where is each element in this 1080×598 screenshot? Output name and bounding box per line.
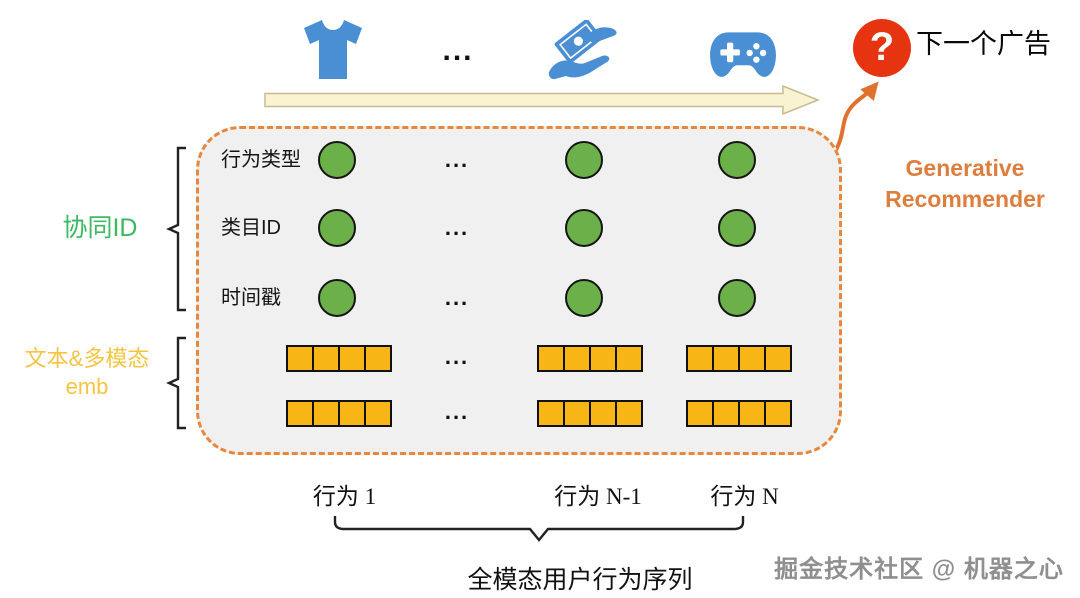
sequence-brace [333,515,745,545]
embedding-bar [537,345,643,372]
prediction-curve-arrow [818,68,890,158]
tshirt-icon [299,17,367,83]
timeline-ellipsis: ... [442,34,474,67]
embedding-bar [537,400,643,427]
watermark: 掘金技术社区 @ 机器之心 [774,556,1064,583]
question-mark: ? [869,25,895,69]
id-circle [318,279,356,317]
payment-hand-icon [545,20,621,84]
row-label-behavior-type: 行为类型 [221,149,301,171]
id-circle [718,141,756,179]
row-ellipsis: ... [444,344,470,369]
row-ellipsis: ... [444,147,470,172]
gen-rec-line1: Generative [905,155,1025,181]
id-circle [318,209,356,247]
embedding-bar [686,400,792,427]
next-ad-label: 下一个广告 [916,29,1051,59]
embedding-bar [686,345,792,372]
row-label-timestamp: 时间戳 [221,287,281,309]
collaborative-id-label: 协同ID [62,214,138,242]
id-circle [718,209,756,247]
id-circle [718,279,756,317]
multimodal-emb-line1: 文本&多模态 [24,346,150,371]
timeline-arrow [264,84,820,116]
embedding-bar [286,400,392,427]
multimodal-emb-label: 文本&多模态 emb [6,345,168,401]
behavior-n-label: 行为 N [710,484,779,509]
collaborative-id-bracket [165,146,189,312]
row-ellipsis: ... [444,285,470,310]
embedding-bar [286,345,392,372]
behavior-1-label: 行为 1 [312,484,377,509]
row-label-category-id: 类目ID [221,217,281,239]
multimodal-emb-line2: emb [65,374,109,399]
multimodal-emb-bracket [165,336,189,430]
next-ad-question-badge: ? [853,19,911,77]
gen-rec-line2: Recommender [885,186,1045,212]
game-controller-icon [708,29,778,81]
generative-recommender-label: Generative Recommender [868,153,1062,215]
id-circle [565,279,603,317]
id-circle [565,209,603,247]
row-ellipsis: ... [444,215,470,240]
behavior-n-1-label: 行为 N-1 [554,484,642,509]
id-circle [318,141,356,179]
sequence-label: 全模态用户行为序列 [467,567,693,594]
id-circle [565,141,603,179]
row-ellipsis: ... [444,399,470,424]
